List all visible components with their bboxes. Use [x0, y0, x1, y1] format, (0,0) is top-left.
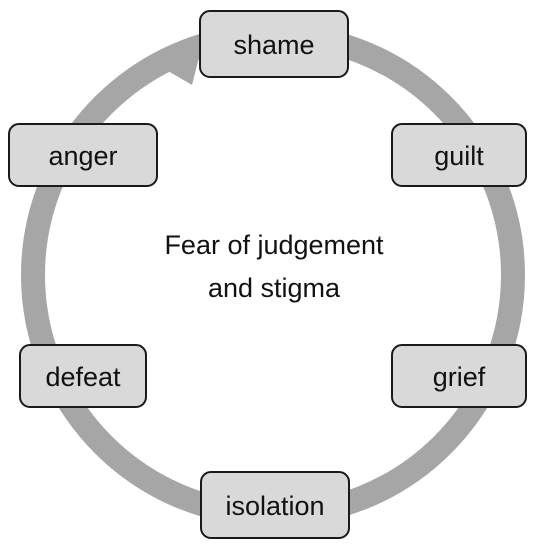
node-guilt: guilt — [391, 123, 527, 187]
node-shame: shame — [199, 10, 349, 78]
center-title-line-1: Fear of judgement — [164, 230, 384, 260]
cycle-arrowhead — [156, 30, 206, 85]
node-box — [199, 10, 349, 78]
node-label: defeat — [45, 362, 121, 392]
node-label: isolation — [225, 491, 324, 521]
node-label: shame — [233, 30, 314, 60]
node-box — [8, 123, 158, 187]
node-label: guilt — [434, 141, 484, 171]
node-anger: anger — [8, 123, 158, 187]
node-defeat: defeat — [19, 344, 147, 408]
node-box — [391, 123, 527, 187]
center-title-line-2: and stigma — [208, 273, 341, 303]
node-box — [200, 471, 350, 539]
node-label: anger — [48, 141, 117, 171]
node-box — [391, 344, 527, 408]
node-isolation: isolation — [200, 471, 350, 539]
node-grief: grief — [391, 344, 527, 408]
node-box — [19, 344, 147, 408]
node-label: grief — [433, 362, 486, 392]
